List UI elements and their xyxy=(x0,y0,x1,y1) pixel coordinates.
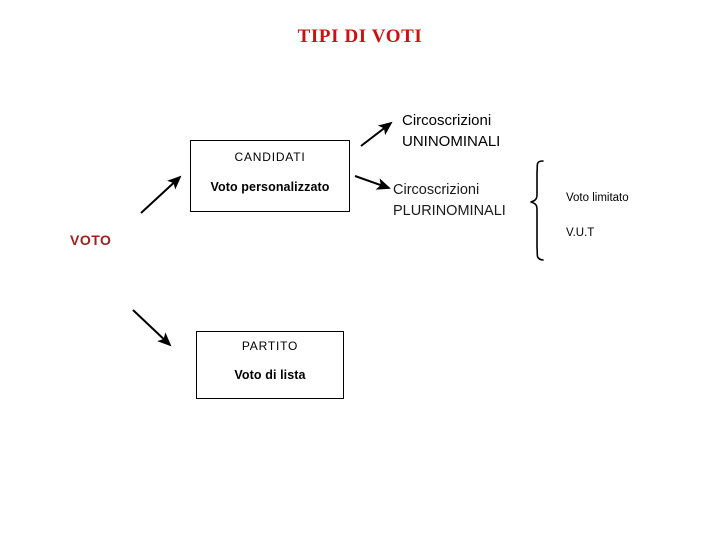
arrow-voto-to-candidati xyxy=(140,175,182,214)
node-box-candidati: CANDIDATI Voto personalizzato xyxy=(190,140,350,212)
branch-plurinominali-line1: Circoscrizioni xyxy=(393,182,480,198)
branch-uninominali-line1: Circoscrizioni xyxy=(402,112,492,129)
box-partito-heading: PARTITO xyxy=(241,339,299,353)
root-node-voto: VOTO xyxy=(70,232,112,248)
page-title: TIPI DI VOTI xyxy=(297,26,423,47)
branch-label-plurinominali: Circoscrizioni PLURINOMINALI xyxy=(393,180,506,222)
node-box-partito: PARTITO Voto di lista xyxy=(196,331,344,399)
box-candidati-subtitle: Voto personalizzato xyxy=(210,180,330,194)
branch-uninominali-line2: UNINOMINALI xyxy=(402,133,501,150)
box-partito-subtitle: Voto di lista xyxy=(234,368,306,382)
arrow-voto-to-partito xyxy=(132,309,172,347)
leaf-label-vut: V.U.T xyxy=(566,227,595,239)
curly-brace-icon xyxy=(530,160,544,261)
branch-plurinominali-line2: PLURINOMINALI xyxy=(393,203,506,219)
branch-label-uninominali: Circoscrizioni UNINOMINALI xyxy=(402,110,500,152)
arrow-candidati-to-uninominali xyxy=(360,121,393,147)
arrow-candidati-to-plurinominali xyxy=(354,175,391,190)
box-candidati-heading: CANDIDATI xyxy=(234,150,306,164)
leaf-label-voto-limitato: Voto limitato xyxy=(566,192,629,204)
